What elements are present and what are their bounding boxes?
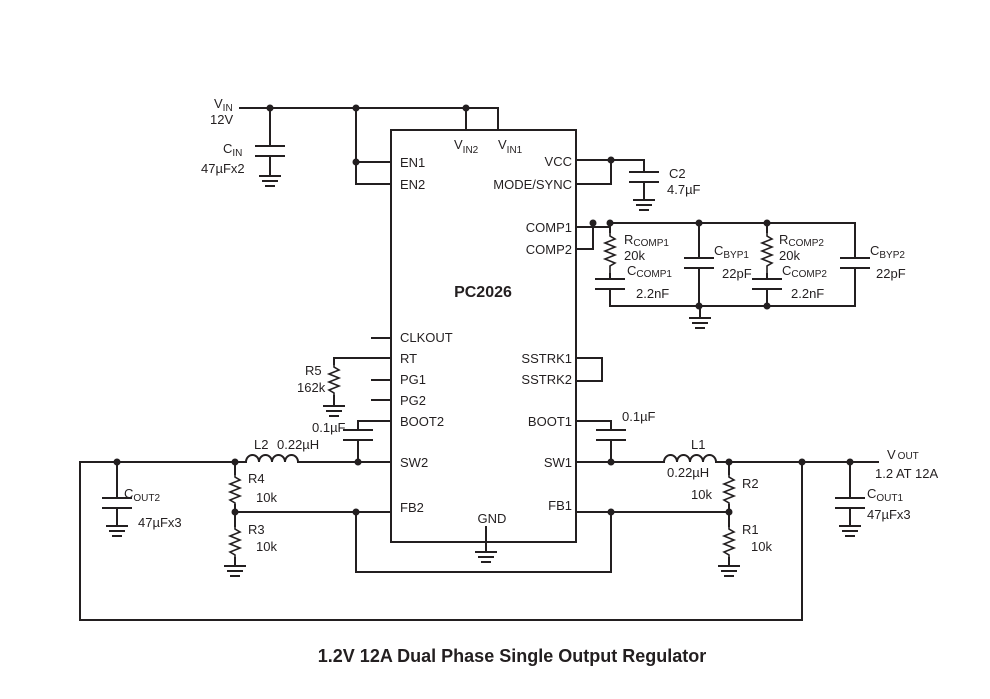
c2-value: 4.7µF [667, 182, 701, 197]
ground-icon-cin [259, 175, 281, 187]
l1-label: L1 [691, 437, 705, 452]
capacitor-cout2 [102, 497, 132, 513]
l1-value: 0.22µH [667, 465, 709, 480]
capacitor-cbyp1 [684, 257, 714, 273]
l2-label: L2 [254, 437, 268, 452]
pin-sstrk2: SSTRK2 [521, 372, 572, 387]
pin-pg1: PG1 [400, 372, 426, 387]
r2-label: R2 [742, 476, 759, 491]
pin-rt: RT [400, 351, 417, 366]
r1-value: 10k [751, 539, 772, 554]
rcomp1-label: RCOMP1 [624, 232, 669, 249]
resistor-r1 [721, 526, 737, 558]
vin-label: VIN [214, 96, 233, 114]
pin-fb2: FB2 [400, 500, 424, 515]
capacitor-cbyp2 [840, 257, 870, 273]
cboot2-value: 0.1µF [312, 420, 346, 435]
resistor-r5 [326, 364, 342, 396]
resistor-r2 [721, 474, 737, 505]
cout1-value: 47µFx3 [867, 507, 911, 522]
resistor-r4 [227, 474, 243, 505]
pin-vcc: VCC [545, 154, 572, 169]
pin-pg2: PG2 [400, 393, 426, 408]
ground-icon-r1 [718, 565, 740, 577]
cout1-label: COUT1 [867, 486, 903, 504]
pin-vin1: VIN1 [498, 137, 523, 156]
r4-label: R4 [248, 471, 265, 486]
ground-icon-r5 [323, 405, 345, 417]
pin-sstrk1: SSTRK1 [521, 351, 572, 366]
r4-value: 10k [256, 490, 277, 505]
capacitor-cboot2 [343, 429, 373, 445]
ccomp2-value: 2.2nF [791, 286, 824, 301]
pin-en2: EN2 [400, 177, 425, 192]
cbyp2-label: CBYP2 [870, 243, 905, 261]
ccomp2-label: CCOMP2 [782, 263, 827, 280]
r5-value: 162k [297, 380, 326, 395]
cbyp1-label: CBYP1 [714, 243, 749, 261]
ground-icon-cout2 [106, 525, 128, 537]
cbyp2-value: 22pF [876, 266, 906, 281]
capacitor-cout1 [835, 497, 865, 513]
pin-mode-sync: MODE/SYNC [493, 177, 572, 192]
capacitor-ccomp2 [752, 273, 782, 290]
r3-label: R3 [248, 522, 265, 537]
rcomp2-label: RCOMP2 [779, 232, 824, 249]
resistor-rcomp1 [602, 222, 618, 274]
r2-value: 10k [691, 487, 712, 502]
junction-dots [113, 104, 854, 516]
pin-sw2: SW2 [400, 455, 428, 470]
cout2-value: 47µFx3 [138, 515, 182, 530]
capacitor-ccomp1 [595, 273, 625, 290]
ground-icon-c2 [633, 199, 655, 211]
capacitor-cboot1 [596, 429, 626, 445]
vin-value: 12V [210, 112, 233, 127]
inductor-l1 [662, 454, 718, 464]
pin-sw1: SW1 [544, 455, 572, 470]
ic-body [390, 129, 577, 543]
pin-comp2: COMP2 [526, 242, 572, 257]
resistor-rcomp2 [759, 232, 775, 274]
pin-boot2: BOOT2 [400, 414, 444, 429]
rcomp2-value: 20k [779, 248, 800, 263]
pin-gnd: GND [478, 511, 507, 526]
pin-fb1: FB1 [548, 498, 572, 513]
vout-value: 1.2 AT 12A [875, 466, 938, 481]
capacitor-cin [255, 145, 285, 163]
pin-boot1: BOOT1 [528, 414, 572, 429]
pin-comp1: COMP1 [526, 220, 572, 235]
ground-icon-ic [475, 551, 497, 563]
ground-icon-r3 [224, 565, 246, 577]
cout2-label: COUT2 [124, 486, 160, 504]
chip-name: PC2026 [454, 284, 512, 301]
capacitor-c2 [629, 171, 659, 189]
rcomp1-value: 20k [624, 248, 645, 263]
c2-label: C2 [669, 166, 686, 181]
inductor-l2 [244, 454, 300, 464]
pin-en1: EN1 [400, 155, 425, 170]
ground-icon-comp [689, 317, 711, 329]
cin-label: CIN [223, 141, 242, 159]
r1-label: R1 [742, 522, 759, 537]
figure-caption: 1.2V 12A Dual Phase Single Output Regula… [318, 646, 706, 666]
cin-value: 47µFx2 [201, 161, 245, 176]
r3-value: 10k [256, 539, 277, 554]
ground-icon-cout1 [839, 525, 861, 537]
resistor-r3 [227, 526, 243, 558]
pin-vin2: VIN2 [454, 137, 479, 156]
ccomp1-value: 2.2nF [636, 286, 669, 301]
ccomp1-label: CCOMP1 [627, 263, 672, 280]
wires [79, 107, 879, 621]
cboot1-value: 0.1µF [622, 409, 656, 424]
cbyp1-value: 22pF [722, 266, 752, 281]
pin-clkout: CLKOUT [400, 330, 453, 345]
l2-value: 0.22µH [277, 437, 319, 452]
r5-label: R5 [305, 363, 322, 378]
